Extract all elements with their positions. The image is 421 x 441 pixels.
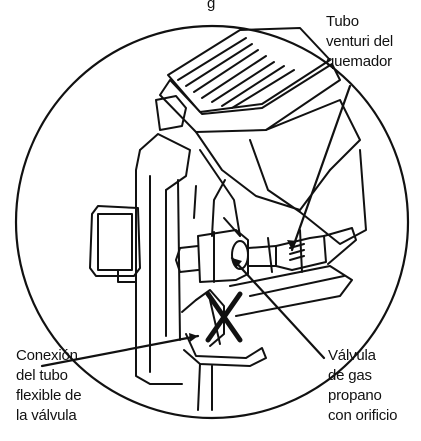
label-venturi-line-3: quemador: [326, 53, 392, 70]
label-hose-connection: Conexión del tubo flexible de la válvula: [16, 346, 82, 426]
label-valve-line-1: Válvula: [328, 347, 376, 364]
label-valve-line-3: propano: [328, 387, 382, 404]
detail-circle: [14, 24, 410, 420]
label-valve-line-4: con orificio: [328, 407, 398, 424]
label-venturi-tube: Tubo venturi del quemador: [326, 12, 393, 72]
leader-hose: [40, 334, 200, 368]
label-venturi-line-1: Tubo: [326, 13, 359, 30]
label-hose-line-4: la válvula: [16, 407, 77, 424]
label-hose-line-1: Conexión: [16, 347, 78, 364]
flexible-hose: [181, 289, 267, 411]
leader-lines: [40, 84, 352, 368]
gas-valve: [175, 229, 277, 283]
leader-venturi: [290, 84, 352, 252]
x-mark-icon: [205, 291, 243, 343]
control-knob: [89, 205, 141, 283]
label-hose-line-2: del tubo: [16, 367, 68, 384]
label-valve-line-2: de gas: [328, 367, 372, 384]
burner-top-plates: [159, 27, 361, 171]
top-clipped-text: g: [207, 0, 216, 12]
label-hose-line-3: flexible de: [16, 387, 82, 404]
support-frame: [135, 95, 197, 385]
burner-body: [195, 131, 367, 245]
label-gas-valve: Válvula de gas propano con orificio: [328, 346, 397, 426]
label-venturi-line-2: venturi del: [326, 33, 394, 50]
leader-valve: [230, 256, 326, 360]
